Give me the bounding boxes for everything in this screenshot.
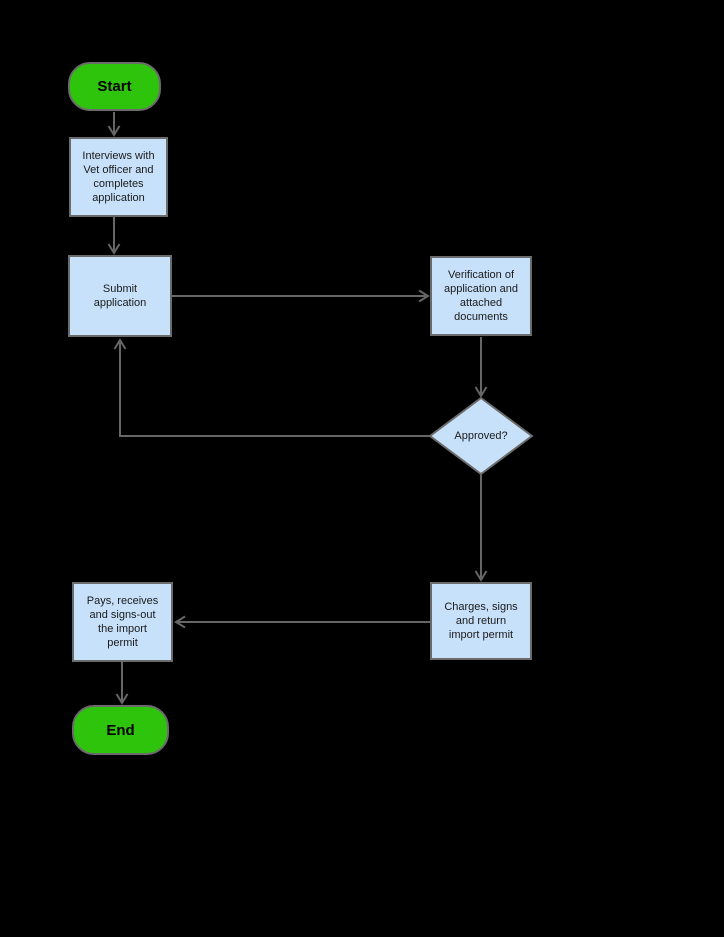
node-label-pays: Pays, receives and signs-out the import … (86, 595, 159, 649)
terminal-node-end: End (72, 705, 169, 755)
edge-approved-to-submit-loop (113, 338, 430, 437)
node-label-verification: Verification of application and attached… (443, 269, 518, 323)
node-label-approved: Approved? (454, 430, 508, 442)
decision-node-approved: Approved? (431, 424, 531, 448)
node-label-start: Start (97, 78, 132, 95)
process-node-charges: Charges, signs and return import permit (430, 582, 532, 660)
node-label-end: End (106, 721, 135, 739)
process-node-submit-application: Submit application (68, 255, 172, 337)
node-label-submit-application: Submit application (93, 283, 147, 309)
process-node-verification: Verification of application and attached… (430, 256, 532, 336)
process-node-pays: Pays, receives and signs-out the import … (72, 582, 173, 662)
process-node-interviews: Interviews with Vet officer and complete… (69, 137, 168, 217)
node-label-charges: Charges, signs and return import permit (444, 601, 518, 641)
terminal-node-start: Start (68, 62, 161, 111)
node-label-interviews: Interviews with Vet officer and complete… (82, 150, 155, 204)
